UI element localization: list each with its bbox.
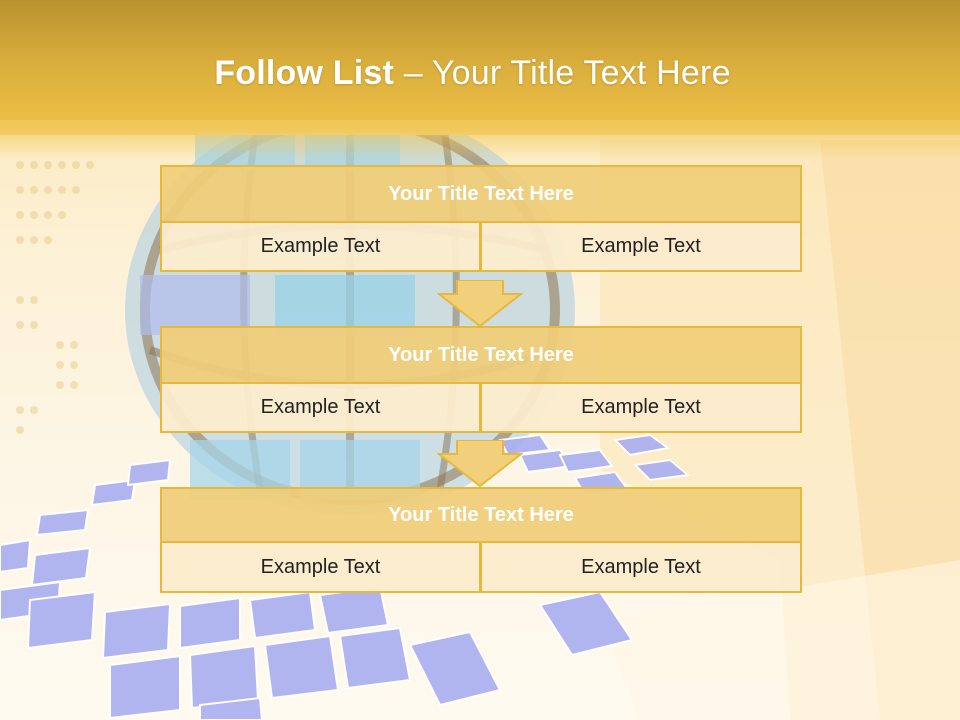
down-arrow-icon: [437, 280, 523, 328]
down-arrow-icon: [437, 440, 523, 488]
block-right-cell: Example Text: [480, 221, 802, 272]
block-left-cell: Example Text: [160, 382, 481, 433]
follow-block-3: Your Title Text Here Example Text Exampl…: [160, 487, 802, 595]
follow-block-1: Your Title Text Here Example Text Exampl…: [160, 165, 802, 273]
block-title: Your Title Text Here: [160, 165, 802, 223]
block-title: Your Title Text Here: [160, 326, 802, 384]
slide-title-rest: – Your Title Text Here: [394, 54, 731, 92]
block-left-cell: Example Text: [160, 221, 481, 272]
block-right-cell: Example Text: [480, 541, 802, 593]
dot-pattern: [16, 161, 94, 434]
slide-title: Follow List – Your Title Text Here: [0, 54, 945, 93]
block-title: Your Title Text Here: [160, 487, 802, 543]
block-right-cell: Example Text: [480, 382, 802, 433]
follow-block-2: Your Title Text Here Example Text Exampl…: [160, 326, 802, 434]
header-band: [0, 0, 960, 135]
slide-title-bold: Follow List: [214, 54, 395, 92]
block-left-cell: Example Text: [160, 541, 481, 593]
header-fade: [0, 120, 960, 160]
